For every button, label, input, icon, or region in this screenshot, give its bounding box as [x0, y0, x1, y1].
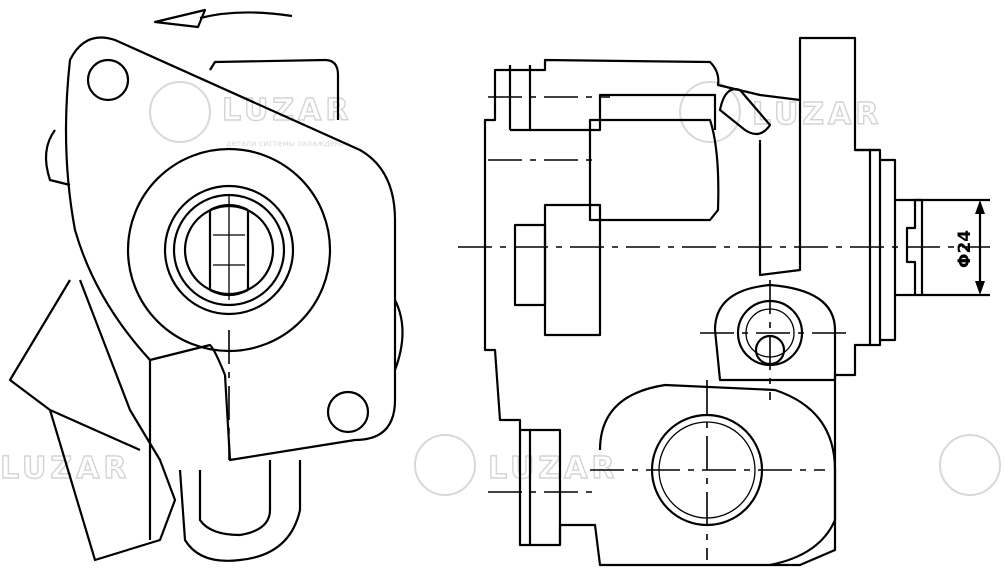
front-view — [8, 36, 404, 562]
watermark-brand: LUZAR — [0, 451, 130, 486]
watermark-brand: LUZAR — [488, 451, 618, 486]
watermark-brand: LUZAR — [752, 97, 882, 132]
watermark-logo: LUZAR детали системы охлаждения LUZAR LU… — [0, 81, 1001, 496]
watermark-tagline: детали системы охлаждения — [226, 139, 350, 148]
side-view: Φ24 — [458, 36, 990, 567]
watermark-brand: LUZAR — [222, 93, 352, 128]
diameter-dimension-label: Φ24 — [955, 230, 975, 268]
rotation-arrow-icon — [153, 8, 293, 29]
